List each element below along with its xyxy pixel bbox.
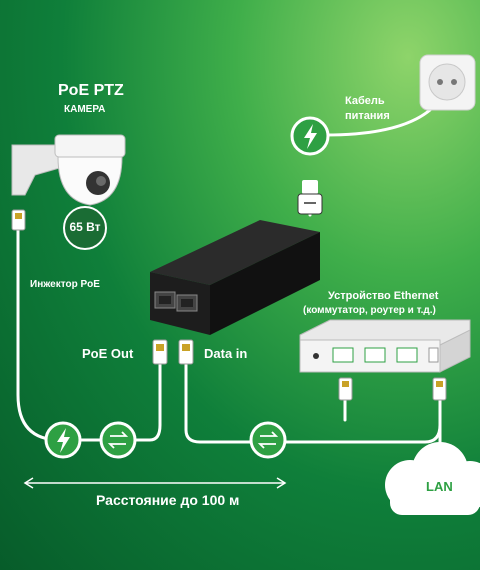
distance-label: Расстояние до 100 м: [96, 492, 240, 508]
poe-power-icon: [44, 421, 82, 459]
data-transfer-icon: [99, 421, 137, 459]
camera-cable: [16, 228, 162, 442]
ptz-camera-icon: [11, 134, 126, 206]
switch-connector: [338, 377, 353, 401]
power-badge-label: 65 Вт: [69, 220, 101, 234]
injector-label: Инжектор PoE: [30, 279, 100, 290]
data-in-cable: [184, 363, 442, 444]
power-to-outlet: [323, 88, 447, 137]
camera-rj45-connector: [11, 209, 26, 231]
data-in-transfer-icon: [249, 421, 287, 459]
poe-out-label: PoE Out: [82, 346, 134, 361]
lan-connector: [432, 377, 447, 401]
lan-cloud-icon: [385, 442, 480, 515]
poe-out-connector: [152, 339, 168, 365]
power-cable-label-1: Кабель: [345, 95, 385, 107]
camera-title: PoE PTZ: [58, 82, 124, 99]
lan-label: LAN: [426, 479, 453, 494]
switch-label-2: (коммутатор, роутер и т.д.): [303, 305, 436, 316]
power-badge: [63, 206, 107, 250]
power-bolt-icon: [290, 116, 330, 156]
camera-subtitle: КАМЕРА: [64, 104, 106, 115]
data-in-label: Data in: [204, 346, 248, 361]
power-cable-label-2: питания: [345, 110, 390, 122]
poe-injector-icon: [150, 220, 320, 335]
data-in-connector: [178, 339, 194, 365]
distance-arrow: [23, 477, 287, 489]
ethernet-switch-icon: [299, 319, 471, 373]
switch-label-1: Устройство Ethernet: [328, 290, 439, 302]
power-outlet-icon: [419, 54, 476, 111]
power-plug-icon: [297, 180, 323, 215]
